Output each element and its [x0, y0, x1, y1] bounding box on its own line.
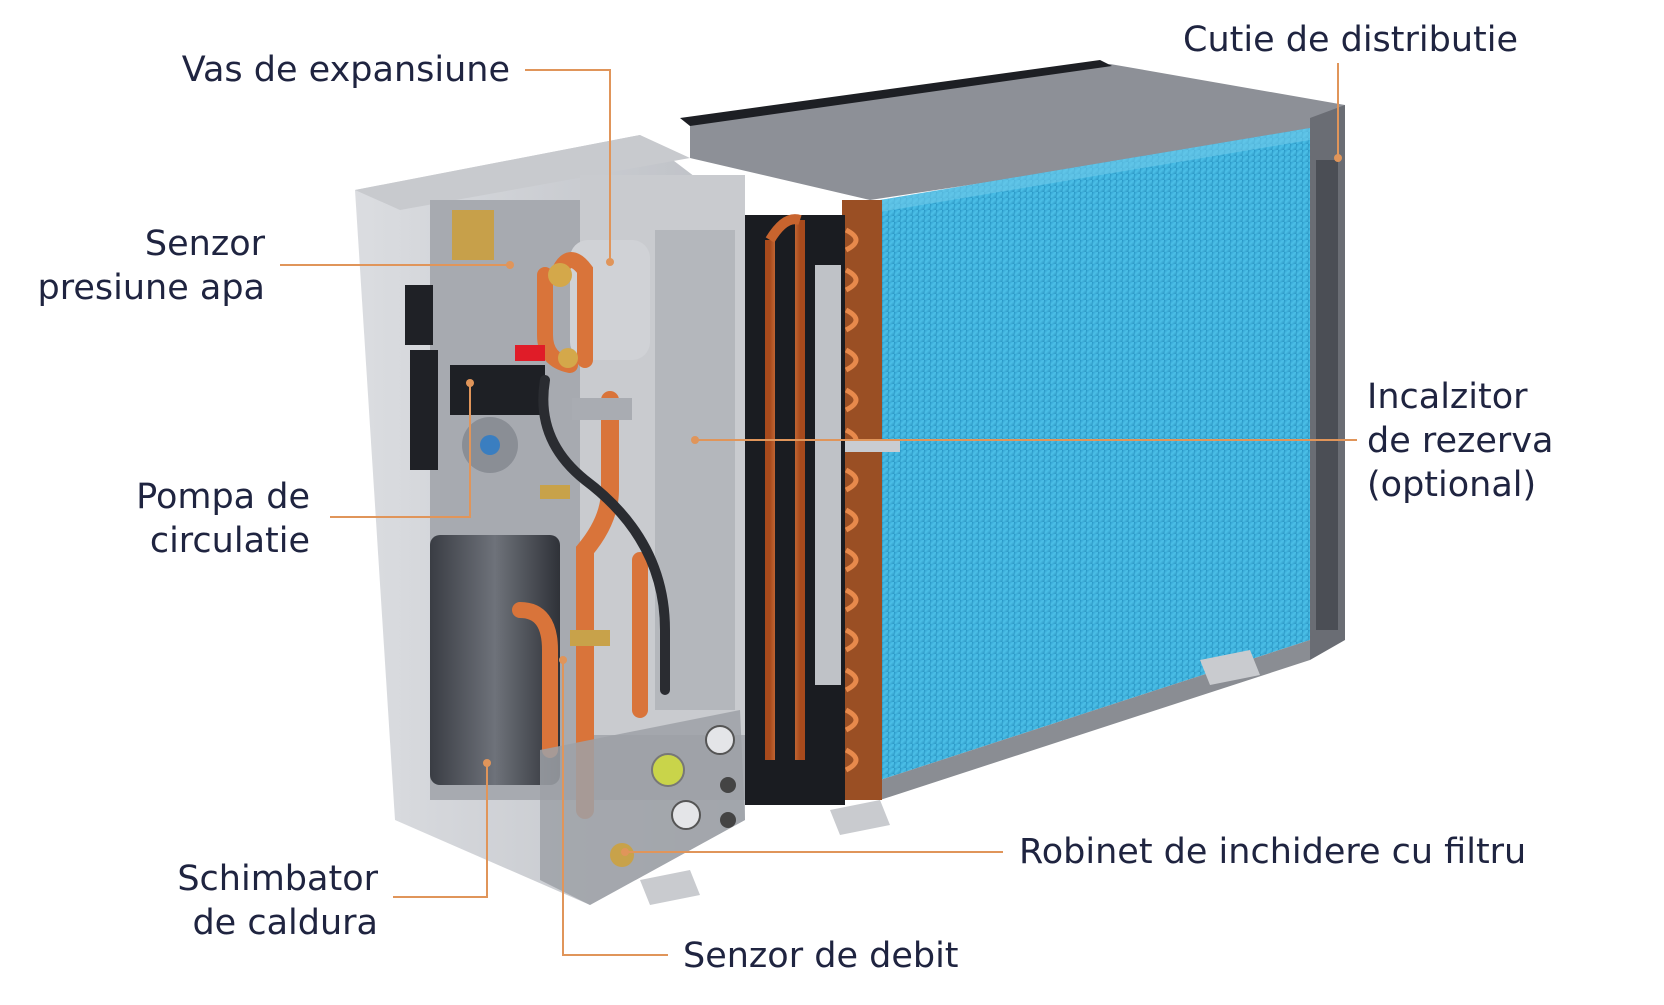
- leader-lines: [280, 63, 1357, 956]
- label-cutie-distributie: Cutie de distributie: [1183, 20, 1518, 60]
- water-pipes: [512, 252, 670, 819]
- heat-exchanger-tank: [430, 535, 560, 785]
- coil-hairpins: [842, 200, 882, 800]
- label-schimbator: Schimbator de caldura: [177, 857, 378, 945]
- label-schimbator-line1: Schimbator: [177, 859, 378, 899]
- condenser-coil: [880, 128, 1310, 780]
- unit-top-lid: [690, 64, 1345, 200]
- label-senzor-presiune-line1: Senzor: [144, 224, 265, 264]
- label-incalzitor-line3: (optional): [1367, 465, 1537, 505]
- label-robinet: Robinet de inchidere cu filtru: [1019, 832, 1527, 872]
- label-schimbator-line2: de caldura: [192, 903, 378, 943]
- label-vas-expansiune: Vas de expansiune: [181, 50, 510, 90]
- label-incalzitor: Incalzitor de rezerva (optional): [1367, 375, 1553, 507]
- heat-pump-unit: [355, 60, 1345, 905]
- unit-feet: [640, 650, 1260, 905]
- label-incalzitor-line2: de rezerva: [1367, 421, 1554, 461]
- label-pompa-circulatie: Pompa de circulatie: [136, 475, 310, 563]
- label-senzor-presiune: Senzor presiune apa: [38, 222, 265, 310]
- label-senzor-presiune-line2: presiune apa: [37, 268, 265, 308]
- label-incalzitor-line1: Incalzitor: [1367, 377, 1528, 417]
- label-pompa-circulatie-line2: circulatie: [149, 521, 310, 561]
- label-senzor-debit: Senzor de debit: [683, 936, 959, 976]
- label-pompa-circulatie-line1: Pompa de: [136, 477, 310, 517]
